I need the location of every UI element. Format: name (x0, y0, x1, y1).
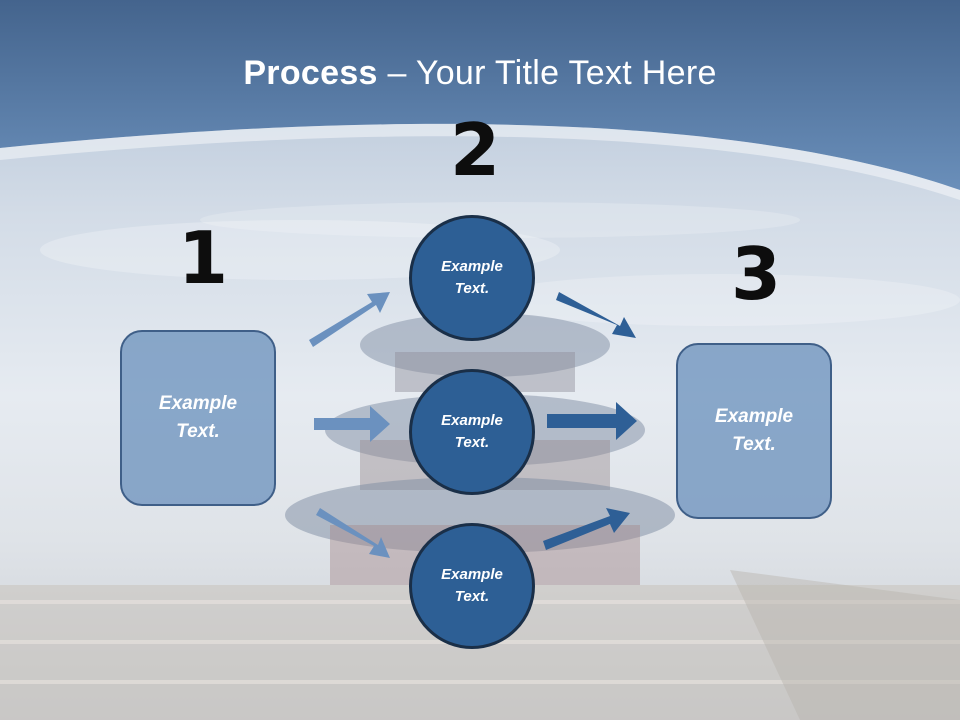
arrow-left-upper (309, 292, 390, 347)
title-rest: – Your Title Text Here (377, 54, 717, 92)
step-3-box-line2: Text. (732, 434, 776, 455)
step-1-box-line2: Text. (176, 421, 220, 442)
circle-top-line1: Example (441, 257, 503, 275)
circle-bottom-line2: Text. (454, 588, 490, 605)
arrow-left-lower (316, 508, 390, 558)
circle-top-line2: Text. (454, 280, 490, 297)
step-2-circle-middle: Example Text. (409, 369, 535, 495)
circle-middle-line1: Example (441, 411, 503, 429)
step-number-2: 2 (450, 108, 501, 192)
step-3-box: Example Text. (676, 343, 832, 519)
step-2-circle-bottom: Example Text. (409, 523, 535, 649)
arrow-right-upper (556, 292, 636, 338)
step-1-box-line1: Example (158, 392, 238, 414)
step-number-3: 3 (731, 232, 782, 316)
arrow-right-lower (543, 508, 630, 550)
step-number-1: 1 (178, 216, 229, 300)
arrow-left-middle (314, 406, 390, 442)
step-2-circle-top: Example Text. (409, 215, 535, 341)
step-1-box: Example Text. (120, 330, 276, 506)
circle-middle-line2: Text. (454, 434, 490, 451)
arrow-right-middle (547, 402, 637, 440)
header-band (0, 0, 960, 200)
step-3-box-line1: Example (714, 405, 794, 427)
circle-bottom-line1: Example (441, 565, 503, 583)
title-bold: Process (243, 54, 378, 92)
slide-title: Process – Your Title Text Here (0, 54, 960, 93)
